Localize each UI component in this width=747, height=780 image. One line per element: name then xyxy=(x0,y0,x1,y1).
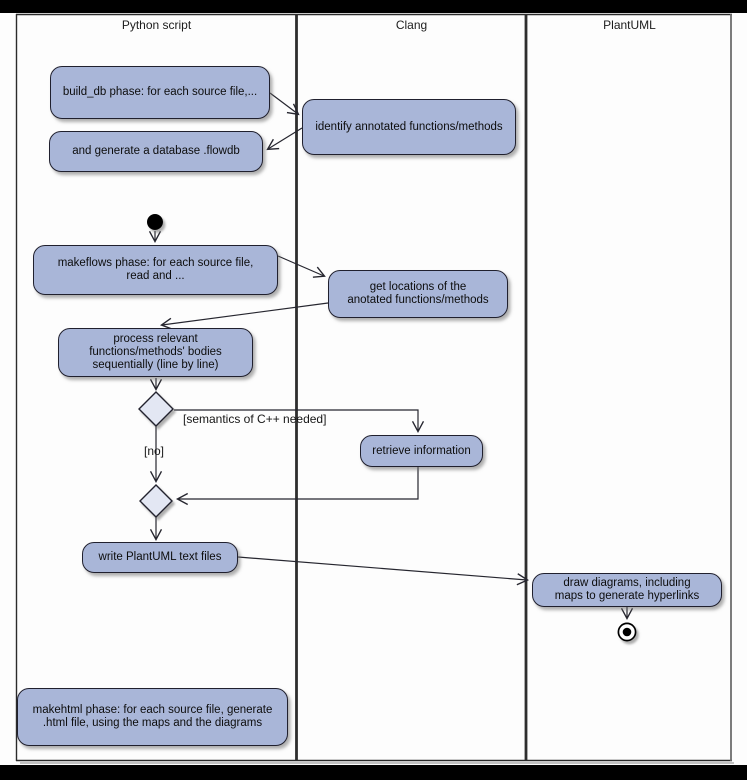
activity-makehtml-line1: makehtml phase: for each source file, ge… xyxy=(32,704,273,716)
letterbox-bottom xyxy=(0,765,747,780)
activity-identify-annotated: identify annotated functions/methods xyxy=(302,99,516,155)
activity-build-db: build_db phase: for each source file,... xyxy=(50,66,270,119)
letterbox-top xyxy=(0,0,747,13)
activity-process-line3: sequentially (line by line) xyxy=(92,359,219,371)
final-node-inner xyxy=(622,627,632,637)
merge-diamond xyxy=(139,484,173,518)
decision-diamond xyxy=(138,391,174,427)
edge-getlocations-to-process xyxy=(159,302,329,330)
activity-retrieve-information-text: retrieve information xyxy=(372,444,471,457)
activity-draw-diagrams: draw diagrams, including maps to generat… xyxy=(532,573,722,607)
activity-process-line2: functions/methods' bodies xyxy=(89,346,222,358)
activity-makeflows-line1: makeflows phase: for each source file, xyxy=(57,257,254,269)
activity-makeflows-line2: read and ... xyxy=(126,270,185,282)
activity-identify-annotated-text: identify annotated functions/methods xyxy=(315,120,503,133)
activity-retrieve-information: retrieve information xyxy=(360,435,483,467)
initial-node xyxy=(147,214,163,230)
activity-draw-diagrams-line1: draw diagrams, including xyxy=(563,577,691,589)
activity-process-line1: process relevant xyxy=(113,333,198,345)
activity-makeflows: makeflows phase: for each source file, r… xyxy=(33,245,278,295)
activity-write-plantuml: write PlantUML text files xyxy=(82,542,238,573)
activity-generate-database-text: and generate a database .flowdb xyxy=(72,145,240,157)
lane-title-clang: Clang xyxy=(395,18,428,32)
edge-decision-to-retrieve xyxy=(174,409,425,434)
edge-write-to-draw xyxy=(237,556,530,586)
edge-makeflows-to-getlocations xyxy=(277,255,326,278)
activity-process-relevant: process relevant functions/methods' bodi… xyxy=(58,328,253,377)
activity-get-locations-line2: anotated functions/methods xyxy=(347,294,489,306)
edge-builddb-to-identify xyxy=(269,92,300,116)
activity-build-db-text: build_db phase: for each source file,... xyxy=(62,86,258,98)
edge-label-semantics-needed: [semantics of C++ needed] xyxy=(183,412,327,426)
edge-retrieve-to-merge xyxy=(175,467,419,506)
activity-draw-diagrams-line2: maps to generate hyperlinks xyxy=(554,590,700,602)
edge-label-no: [no] xyxy=(144,444,165,458)
lane-title-python-script: Python script xyxy=(121,18,192,32)
activity-get-locations-line1: get locations of the xyxy=(369,281,467,293)
activity-get-locations: get locations of the anotated functions/… xyxy=(328,270,508,318)
activity-makehtml: makehtml phase: for each source file, ge… xyxy=(17,688,288,746)
lane-title-plantuml: PlantUML xyxy=(603,18,656,32)
edge-identify-to-generate xyxy=(266,127,303,151)
activity-write-plantuml-text: write PlantUML text files xyxy=(98,551,222,563)
activity-generate-database: and generate a database .flowdb xyxy=(49,131,263,172)
activity-makehtml-line2: .html file, using the maps and the diagr… xyxy=(42,717,263,729)
